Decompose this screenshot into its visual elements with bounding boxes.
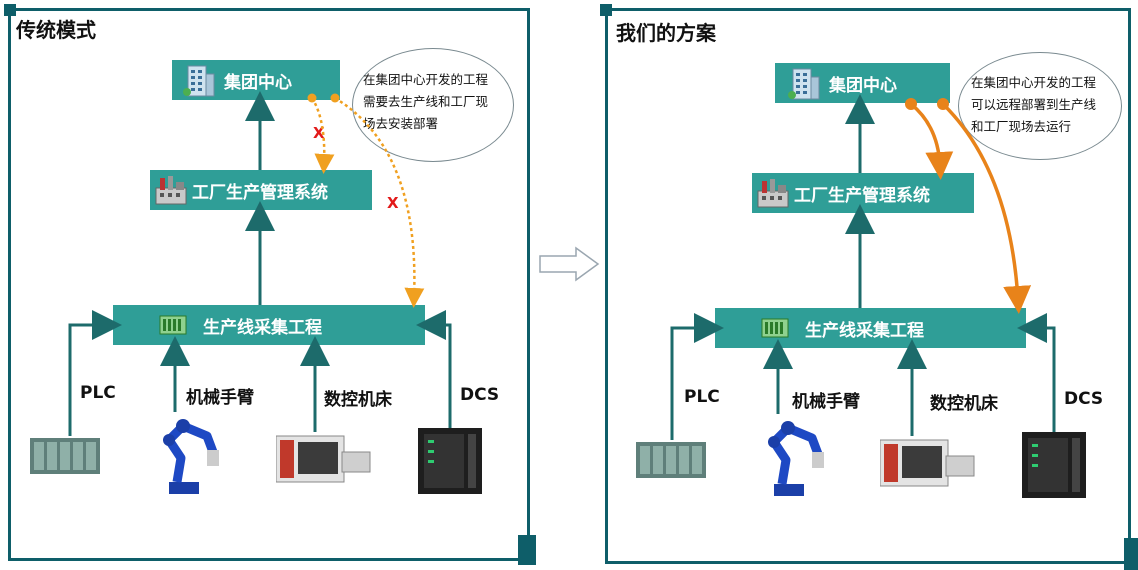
transition-arrow-icon bbox=[539, 246, 600, 282]
left-corner-tl bbox=[4, 4, 16, 16]
left-device-label-cnc: 数控机床 bbox=[324, 390, 392, 410]
left-panel-frame bbox=[8, 8, 530, 561]
server-rack-icon bbox=[159, 315, 187, 335]
cnc-machine-icon bbox=[880, 439, 975, 487]
dcs-cabinet-icon bbox=[1022, 432, 1086, 498]
building-icon bbox=[183, 65, 215, 97]
right-corner-br bbox=[1124, 538, 1138, 570]
right-origin-dot-2 bbox=[937, 98, 949, 110]
plc-icon bbox=[636, 442, 706, 478]
left-cross-mark-2: X bbox=[387, 194, 399, 212]
server-rack-icon bbox=[761, 318, 789, 338]
right-corner-tl bbox=[600, 4, 612, 16]
left-device-label-plc: PLC bbox=[80, 383, 116, 403]
right-panel-title: 我们的方案 bbox=[616, 21, 716, 45]
right-note-line-1: 在集团中心开发的工程 bbox=[971, 75, 1097, 90]
left-group-center-label: 集团中心 bbox=[224, 72, 292, 93]
building-icon bbox=[788, 68, 820, 100]
robot-arm-icon bbox=[163, 419, 219, 494]
left-factory-system-label: 工厂生产管理系统 bbox=[192, 182, 328, 203]
left-device-label-robot: 机械手臂 bbox=[186, 388, 254, 408]
left-note-bubble: 在集团中心开发的工程 需要去生产线和工厂现 场去安装部署 bbox=[352, 48, 514, 162]
right-note-line-3: 和工厂现场去运行 bbox=[971, 119, 1072, 134]
right-factory-system-label: 工厂生产管理系统 bbox=[794, 185, 930, 206]
robot-arm-icon bbox=[768, 421, 824, 496]
dcs-cabinet-icon bbox=[418, 428, 482, 494]
left-note-line-2: 需要去生产线和工厂现 bbox=[363, 94, 489, 109]
left-panel-title: 传统模式 bbox=[16, 18, 96, 42]
left-device-label-dcs: DCS bbox=[460, 385, 500, 405]
right-note-bubble: 在集团中心开发的工程 可以远程部署到生产线 和工厂现场去运行 bbox=[958, 52, 1122, 160]
right-origin-dot-1 bbox=[905, 98, 917, 110]
right-device-label-cnc: 数控机床 bbox=[930, 394, 998, 414]
right-device-label-dcs: DCS bbox=[1064, 389, 1104, 409]
factory-icon bbox=[155, 176, 187, 205]
right-flow-arrows bbox=[670, 94, 1056, 440]
left-corner-br bbox=[518, 535, 536, 565]
right-arrow-dcs bbox=[1017, 313, 1056, 432]
right-note-line-2: 可以远程部署到生产线 bbox=[971, 97, 1097, 112]
right-line-collect-label: 生产线采集工程 bbox=[805, 320, 924, 341]
plc-icon bbox=[30, 438, 100, 474]
right-device-label-plc: PLC bbox=[684, 387, 720, 407]
left-line-collect-box: 生产线采集工程 bbox=[113, 305, 425, 345]
right-solid-to-line bbox=[941, 102, 1032, 314]
left-cross-mark-1: X bbox=[313, 124, 325, 142]
right-arrow-plc bbox=[670, 313, 724, 440]
right-solid-deploy-lines bbox=[909, 102, 1032, 314]
left-note-line-1: 在集团中心开发的工程 bbox=[363, 72, 489, 87]
left-dotted-deploy-lines bbox=[310, 96, 425, 308]
left-arrow-dcs bbox=[416, 310, 452, 428]
right-panel-frame bbox=[605, 8, 1131, 564]
left-line-collect-label: 生产线采集工程 bbox=[203, 317, 322, 338]
right-device-label-robot: 机械手臂 bbox=[792, 392, 860, 412]
left-origin-dot-2 bbox=[330, 93, 340, 103]
left-dotted-to-line bbox=[334, 96, 425, 308]
factory-icon bbox=[757, 179, 789, 208]
left-flow-arrows bbox=[68, 91, 452, 436]
left-group-center-box: 集团中心 bbox=[172, 60, 340, 100]
left-note-line-3: 场去安装部署 bbox=[363, 116, 439, 131]
left-origin-dot-1 bbox=[307, 93, 317, 103]
left-dotted-to-factory bbox=[310, 97, 335, 174]
right-group-center-label: 集团中心 bbox=[829, 75, 897, 96]
right-solid-to-factory bbox=[909, 102, 954, 180]
cnc-machine-icon bbox=[276, 435, 371, 483]
right-factory-system-box: 工厂生产管理系统 bbox=[752, 173, 974, 213]
left-arrow-plc bbox=[68, 310, 122, 436]
